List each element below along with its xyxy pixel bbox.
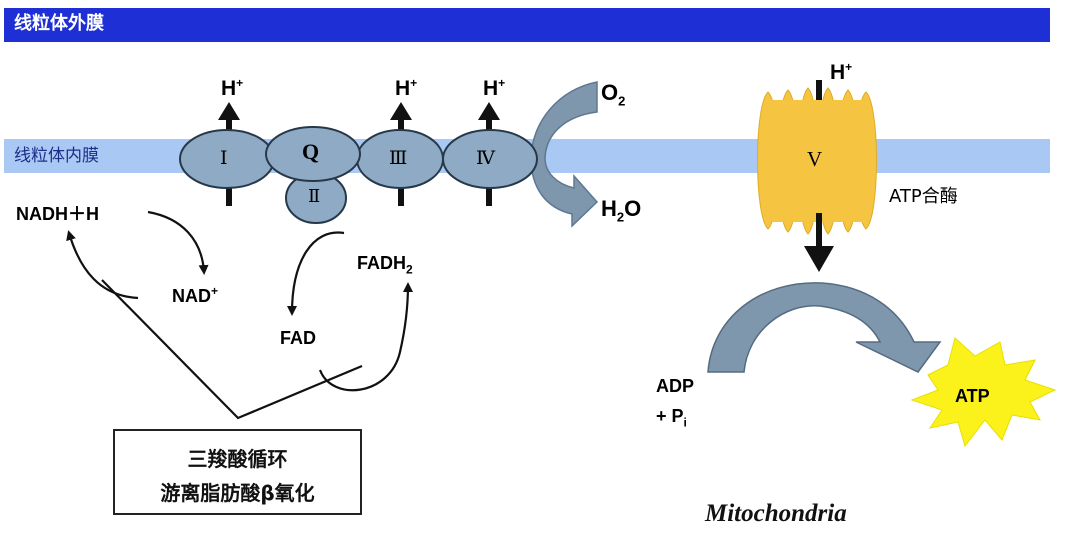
- oxygen-label: O2: [601, 80, 626, 109]
- fad-label: FAD: [280, 328, 316, 348]
- complex-ii-label: Ⅱ: [308, 186, 321, 206]
- diagram-caption: Mitochondria: [705, 500, 847, 527]
- proton-label-synthase: H+: [830, 60, 853, 84]
- adp-label: ADP: [656, 376, 695, 396]
- ubiquinone-q-label: Q: [302, 139, 320, 164]
- fadh2-label: FADH2: [357, 253, 413, 277]
- proton-label-2: H+: [395, 76, 418, 100]
- outer-membrane-label: 线粒体外膜: [14, 13, 104, 34]
- atp-synthase-label: ATP合酶: [889, 186, 958, 207]
- metabolic-source-box: 三羧酸循环 游离脂肪酸β氧化: [113, 429, 362, 515]
- fadh2-to-fad-arrow: [287, 231, 345, 316]
- fatty-acid-oxidation-label: 游离脂肪酸β氧化: [160, 481, 315, 505]
- proton-label-1: H+: [221, 76, 244, 100]
- outer-membrane-bar: [4, 8, 1050, 42]
- fad-to-fadh2-arrow: [318, 282, 413, 392]
- source-feed-lines: [101, 279, 363, 420]
- water-label: H2O: [601, 196, 642, 225]
- inner-membrane-label: 线粒体内膜: [14, 146, 99, 166]
- proton-arrow-complex-iv: [478, 102, 500, 206]
- proton-arrow-complex-i: [218, 102, 240, 206]
- proton-label-3: H+: [483, 76, 506, 100]
- nad-to-nadh-arrow: [66, 230, 139, 300]
- phosphate-label: + Pi: [656, 406, 687, 430]
- oxygen-to-water-arrow: [530, 81, 599, 228]
- complex-i-label: Ⅰ: [220, 148, 228, 169]
- atp-label: ATP: [955, 386, 990, 406]
- tca-cycle-label: 三羧酸循环: [187, 447, 288, 471]
- nadh-to-nad-arrow: [147, 210, 209, 275]
- complex-v-label: V: [807, 147, 823, 171]
- complex-iv-label: Ⅳ: [476, 148, 495, 169]
- proton-arrow-complex-iii: [390, 102, 412, 206]
- adp-to-atp-arrow: [707, 282, 942, 373]
- complex-iv-shape: [442, 129, 538, 189]
- synthase-proton-channel: [804, 80, 834, 272]
- atp-burst-shape: [910, 337, 1057, 448]
- complex-iii-label: Ⅲ: [389, 148, 408, 169]
- nadh-label: NADH＋H: [16, 204, 99, 224]
- atp-synthase-shape: [757, 87, 877, 235]
- ubiquinone-q-shape: [265, 126, 361, 182]
- nad-label: NAD+: [172, 284, 219, 306]
